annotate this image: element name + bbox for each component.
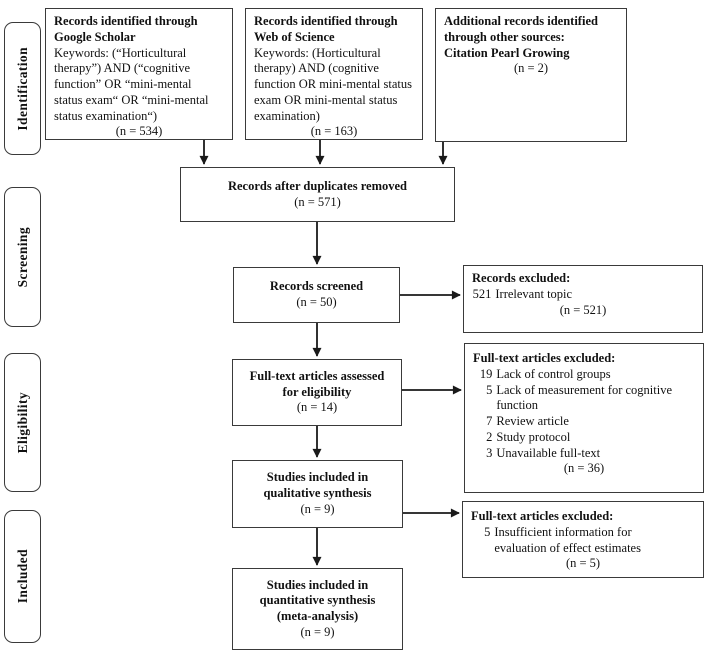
item-reason: Insufficient information for evaluation … [494,524,641,555]
box-title: Full-text articles assessed for eligibil… [249,368,385,399]
box-google-scholar: Records identified through Google Schola… [45,8,233,140]
stage-label: Screening [14,226,30,288]
box-keywords: Keywords: (“Horticultural therapy”) AND … [54,45,209,123]
item-count: 5 [486,382,493,397]
item-count: 19 [479,366,493,381]
box-web-of-science: Records identified through Web of Scienc… [245,8,423,140]
box-title: Records identified through Google Schola… [54,14,198,44]
item-count: 5 [484,524,491,539]
box-count: (n = 50) [296,295,337,309]
box-count: (n = 534) [115,124,163,139]
box-count: (n = 521) [559,302,607,317]
box-title: Full-text articles excluded: [471,509,614,523]
item-count: 3 [486,445,493,460]
item-reason: Review article [496,414,569,428]
item-reason: Unavailable full-text [496,445,601,460]
excluded-item: 5 Insufficient information for evaluatio… [471,525,695,557]
box-count: (n = 571) [294,194,341,209]
box-records-excluded: Records excluded: 521 Irrelevant topic (… [463,265,703,333]
box-count: (n = 163) [310,124,358,139]
item-reason: Study protocol [496,429,571,444]
stage-eligibility: Eligibility [4,353,41,492]
box-keywords: Keywords: (Horticultural therapy) AND (c… [254,45,412,123]
excluded-item: 2 Study protocol [473,430,695,446]
box-title: Additional records identified through ot… [444,14,598,60]
item-reason: Irrelevant topic [495,286,573,301]
box-title: Studies included in qualitative synthesi… [263,470,372,501]
box-records-screened: Records screened (n = 50) [233,267,400,323]
box-fulltext-excluded-eligibility: Full-text articles excluded: 19 Lack of … [464,343,704,493]
item-reason: Lack of control groups [496,366,611,381]
box-other-sources: Additional records identified through ot… [435,8,627,142]
stage-included: Included [4,510,41,643]
box-count: (n = 5) [565,556,601,571]
box-count: (n = 9) [300,501,335,516]
stage-screening: Screening [4,187,41,327]
stage-label: Eligibility [14,391,30,454]
box-count: (n = 2) [513,61,549,76]
stage-label: Included [14,549,30,604]
stage-label: Identification [14,46,30,131]
box-count: (n = 14) [296,400,338,415]
box-count: (n = 36) [563,461,605,476]
excluded-item: 19 Lack of control groups [473,367,695,383]
excluded-item: 7 Review article [473,414,695,430]
box-duplicates-removed: Records after duplicates removed (n = 57… [180,167,455,222]
box-title: Records screened [269,279,364,294]
stage-identification: Identification [4,22,41,155]
box-title: Records after duplicates removed [227,178,408,193]
excluded-item: 5 Lack of measurement for cognitive func… [473,383,695,415]
box-title: Records excluded: [472,271,571,285]
excluded-item: 521 Irrelevant topic [472,287,694,303]
box-qualitative-synthesis: Studies included in qualitative synthesi… [232,460,403,528]
box-title: Full-text articles excluded: [473,351,616,365]
box-count: (n = 9) [300,624,335,639]
item-count: 521 [472,286,492,301]
box-fulltext-assessed: Full-text articles assessed for eligibil… [232,359,402,426]
item-reason: Lack of measurement for cognitive functi… [496,382,672,413]
item-count: 2 [486,429,493,444]
box-title: Studies included in quantitative synthes… [259,577,376,624]
box-fulltext-excluded-included: Full-text articles excluded: 5 Insuffici… [462,501,704,578]
box-quantitative-synthesis: Studies included in quantitative synthes… [232,568,403,650]
box-title: Records identified through Web of Scienc… [254,14,398,44]
excluded-item: 3 Unavailable full-text [473,446,695,462]
item-count: 7 [486,414,493,428]
